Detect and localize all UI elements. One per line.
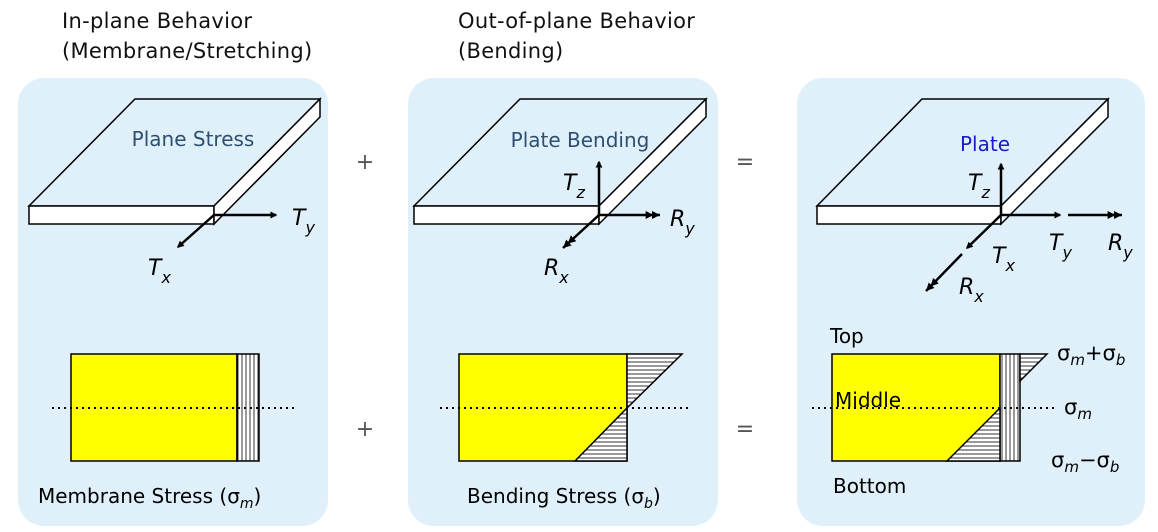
membrane-plate-side-face — [213, 97, 321, 226]
plate-stress-mid-sub: m — [1077, 405, 1092, 423]
membrane-tx-label: Tx — [148, 256, 171, 287]
plate-tx-subscript: x — [1004, 256, 1015, 275]
bending-stress-top-triangle — [626, 353, 684, 410]
plate-stress-mid-label: σm — [1064, 395, 1092, 423]
membrane-section — [52, 353, 296, 462]
equals-operator-top: = — [736, 150, 754, 175]
membrane-plate-front-face — [28, 205, 215, 225]
membrane-caption-subscript: m — [240, 496, 254, 512]
bending-rx-label: Rx — [544, 256, 569, 287]
membrane-ty-subscript: y — [304, 218, 315, 237]
plate-plate-front-face — [816, 205, 1002, 225]
membrane-tx-arrow — [176, 214, 215, 248]
plate-rx-label: Rx — [959, 275, 984, 306]
plate-tz-letter: T — [968, 171, 983, 196]
plate-ry-subscript: y — [1122, 243, 1133, 262]
heading-out-of-plane-line2: (Bending) — [458, 39, 564, 63]
bending-tz-subscript: z — [575, 183, 585, 202]
membrane-plate — [27, 97, 322, 226]
bending-caption: Bending Stress (σb) — [467, 484, 661, 512]
plate-rx-subscript: x — [973, 287, 984, 306]
bending-caption-sigma: σ — [631, 484, 644, 508]
bending-tz-label: Tz — [563, 171, 585, 202]
membrane-stress-block — [236, 353, 260, 462]
plate-rx-letter: R — [959, 275, 974, 300]
plate-stress-top-sub2: b — [1116, 351, 1126, 369]
membrane-tx-letter: T — [148, 256, 163, 281]
bending-plate-front-face — [413, 205, 600, 225]
plate-top-label: Top — [829, 324, 864, 348]
plate-bottom-label: Bottom — [833, 474, 906, 498]
bending-rx-letter: R — [544, 256, 559, 281]
plate-ty-letter: T — [1049, 231, 1064, 256]
bending-ry-letter: R — [670, 207, 685, 232]
bending-ry-label: Ry — [670, 207, 695, 238]
plate-plate — [815, 97, 1110, 226]
heading-out-of-plane-line1: Out-of-plane Behavior — [458, 9, 696, 33]
bending-ry-subscript: y — [684, 219, 695, 238]
bending-stress-bottom-triangle — [573, 406, 628, 462]
membrane-caption-suffix: ) — [254, 484, 262, 508]
plate-stress-bot-label: σm−σb — [1051, 448, 1119, 476]
bending-caption-suffix: ) — [653, 484, 661, 508]
membrane-plate-label: Plane Stress — [132, 127, 255, 151]
membrane-caption-sigma: σ — [227, 484, 240, 508]
plate-middle-label: Middle — [835, 388, 901, 412]
plate-stress-bot-op: − — [1079, 448, 1097, 472]
bending-caption-prefix: Bending Stress ( — [467, 484, 631, 508]
plate-ry-letter: R — [1108, 231, 1123, 256]
bending-caption-subscript: b — [644, 496, 653, 512]
bending-plate-label: Plate Bending — [511, 128, 650, 152]
plate-tx-label: Tx — [992, 244, 1015, 275]
membrane-caption-prefix: Membrane Stress ( — [38, 484, 227, 508]
plate-stress-top-label: σm+σb — [1057, 341, 1125, 369]
equals-operator-bottom: = — [736, 417, 754, 442]
heading-in-plane: In-plane Behavior (Membrane/Stretching) — [62, 6, 313, 66]
plate-stress-bot-sigma2: σ — [1097, 448, 1110, 472]
plate-stress-top-sigma: σ — [1057, 341, 1070, 365]
plus-operator-top: + — [356, 150, 374, 175]
plate-stress-bottom-triangle — [945, 406, 1001, 462]
plate-stress-top-op: + — [1085, 341, 1103, 365]
plate-ty-label: Ty — [1049, 231, 1072, 262]
membrane-ty-letter: T — [292, 206, 307, 231]
membrane-tx-subscript: x — [160, 268, 171, 287]
plate-rx-arrow — [925, 253, 963, 292]
bending-section — [440, 353, 690, 462]
plus-operator-bottom: + — [356, 417, 374, 442]
heading-in-plane-line2: (Membrane/Stretching) — [62, 39, 313, 63]
plate-section — [812, 353, 1056, 462]
plate-tx-letter: T — [992, 244, 1007, 269]
plate-ty-subscript: y — [1061, 243, 1072, 262]
plate-stress-bot-sub1: m — [1064, 458, 1079, 476]
plate-stress-bot-sub2: b — [1110, 458, 1120, 476]
plate-tz-subscript: z — [980, 183, 990, 202]
plate-stress-mid-sigma: σ — [1064, 395, 1077, 419]
bending-plate — [412, 97, 708, 226]
bending-tz-letter: T — [563, 171, 578, 196]
plate-tx-arrow — [965, 214, 1002, 249]
heading-out-of-plane: Out-of-plane Behavior (Bending) — [458, 6, 695, 66]
plate-plate-label: Plate — [960, 132, 1010, 156]
bending-rx-subscript: x — [558, 268, 569, 287]
plate-stress-top-sigma2: σ — [1103, 341, 1116, 365]
membrane-caption: Membrane Stress (σm) — [38, 484, 261, 512]
heading-in-plane-line1: In-plane Behavior — [62, 9, 253, 33]
plate-stress-bot-sigma: σ — [1051, 448, 1064, 472]
plate-ry-label: Ry — [1108, 231, 1133, 262]
plate-stress-top-sub1: m — [1070, 351, 1085, 369]
plate-tz-label: Tz — [968, 171, 990, 202]
bending-plate-side-face — [598, 97, 707, 226]
plate-stress-top-triangle — [1019, 353, 1049, 383]
bending-rx-arrow — [562, 214, 600, 249]
plate-plate-side-face — [1000, 97, 1109, 226]
membrane-ty-label: Ty — [292, 206, 315, 237]
